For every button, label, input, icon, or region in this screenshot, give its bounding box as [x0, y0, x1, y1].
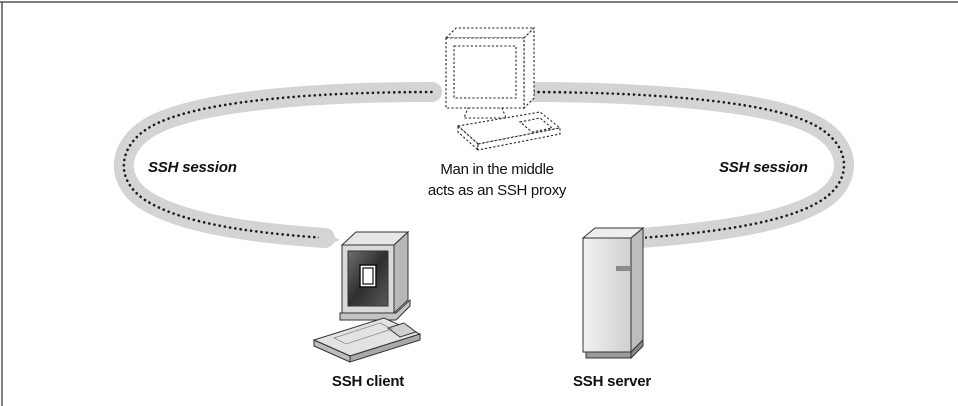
mitm-caption-line1: Man in the middle — [440, 161, 553, 178]
server-tower-icon — [581, 226, 645, 360]
ssh-client-label: SSH client — [332, 373, 404, 390]
desktop-computer-icon — [312, 230, 422, 363]
attacker-computer-icon — [444, 26, 562, 152]
left-session-arrowhead — [318, 229, 340, 248]
left-session-label: SSH session — [148, 159, 237, 176]
mitm-caption-line2: acts as an SSH proxy — [428, 182, 567, 199]
ssh-server-label: SSH server — [573, 373, 651, 390]
right-session-label: SSH session — [719, 159, 808, 176]
left-session-arc — [113, 82, 442, 248]
